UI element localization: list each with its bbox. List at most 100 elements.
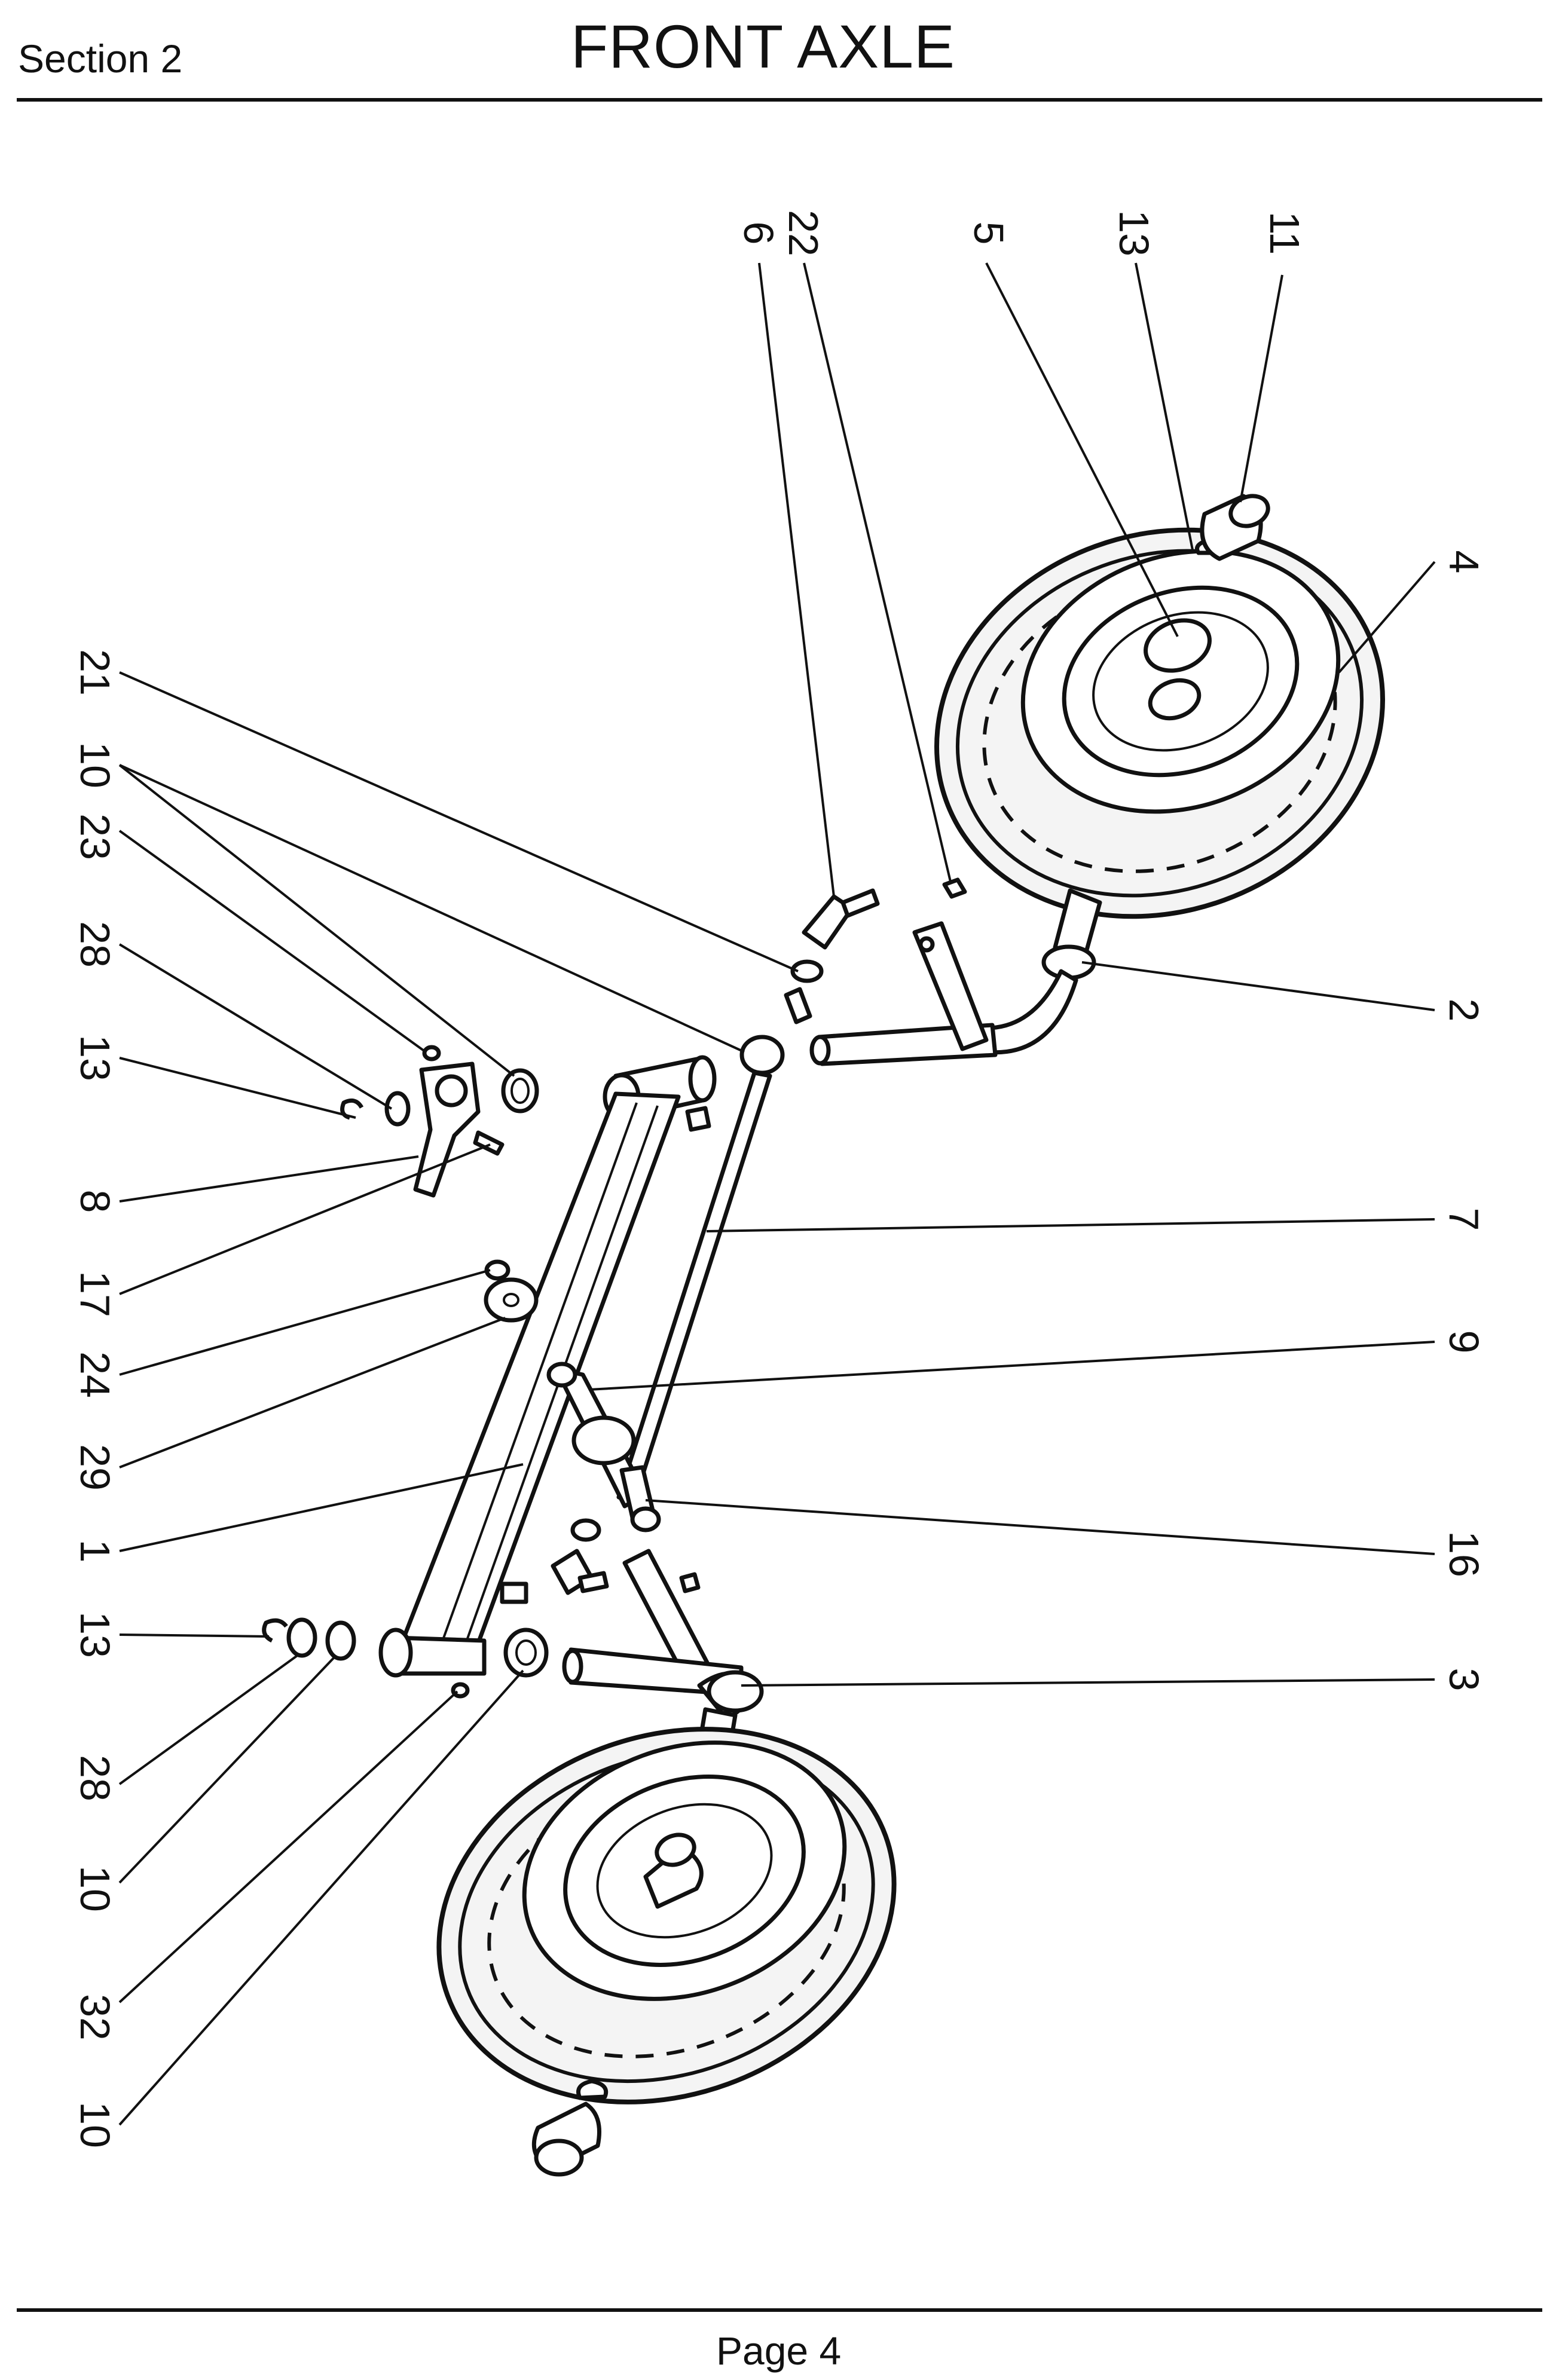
- callout-1: 1: [72, 1540, 118, 1563]
- tie-rod-end-stud: [840, 888, 880, 918]
- leader-4: [1338, 561, 1436, 674]
- callout-10-lower-b: 10: [72, 2101, 118, 2148]
- washer-10-left: [325, 1620, 356, 1661]
- tie-rod-thread: [784, 987, 812, 1024]
- footer-rule: [17, 2308, 1542, 2312]
- pivot-bolt-9-head: [546, 1362, 577, 1388]
- header-rule: [17, 98, 1542, 102]
- axle-end-tube-opening: [378, 1628, 413, 1678]
- washer-28-lower: [286, 1617, 317, 1658]
- leader-5: [985, 262, 1179, 637]
- leader-24: [119, 1269, 491, 1376]
- right-hub-cap-end: [1228, 494, 1270, 528]
- callout-2: 2: [1441, 999, 1487, 1022]
- callout-8: 8: [72, 1190, 118, 1213]
- leader-16: [645, 1499, 1435, 1555]
- tie-rod-assembly: [616, 888, 880, 1506]
- left-wheel-assembly: [436, 1727, 897, 2177]
- callout-23: 23: [72, 813, 118, 860]
- leader-23: [118, 830, 427, 1053]
- bolt-16-head: [630, 1506, 661, 1532]
- bolt-17: [473, 1130, 505, 1156]
- callout-17: 17: [72, 1271, 118, 1317]
- right-spindle-pin-end: [809, 1035, 831, 1066]
- washer-29: [484, 1277, 539, 1323]
- bushing-10-upper-bore: [511, 1078, 530, 1104]
- leader-28-lower: [118, 1653, 300, 1785]
- nut-lower: [570, 1518, 601, 1542]
- bushing-10-upper: [501, 1068, 539, 1113]
- callout-28-upper: 28: [72, 921, 118, 968]
- leader-29: [119, 1317, 506, 1469]
- right-spindle-elbow: [984, 969, 1078, 1055]
- page-title: FRONT AXLE: [571, 13, 955, 81]
- left-spindle-pin-end: [562, 1648, 583, 1684]
- pivot-washer: [571, 1415, 636, 1466]
- left-arm-nut: [679, 1572, 701, 1593]
- leader-8: [119, 1155, 419, 1203]
- callout-7: 7: [1441, 1208, 1487, 1231]
- leader-22: [803, 262, 952, 882]
- leader-13-lower: [119, 1633, 270, 1638]
- callout-5: 5: [965, 222, 1012, 245]
- callout-11: 11: [1261, 212, 1308, 255]
- leader-28-upper: [118, 943, 393, 1110]
- callout-4: 4: [1441, 550, 1487, 574]
- axle-beam-edge-line: [438, 1102, 638, 1650]
- leader-32: [118, 1690, 458, 2003]
- grease-fitting-23: [422, 1045, 441, 1061]
- right-spindle: [809, 877, 1102, 1066]
- callout-13-right: 13: [1111, 210, 1157, 256]
- axle-pivot-tube-end-far: [688, 1055, 717, 1103]
- callout-10-upper: 10: [72, 742, 118, 788]
- left-rim-inner-ring: [596, 1803, 773, 1939]
- jam-nut-21: [790, 959, 824, 983]
- bushing-10-lower: [503, 1628, 549, 1678]
- leader-21: [119, 671, 799, 972]
- left-retaining-ring: [576, 2079, 609, 2100]
- leader-10-lower-b: [118, 1669, 524, 2126]
- leader-13-right: [1135, 262, 1194, 550]
- axle-stop-upper: [685, 1106, 711, 1132]
- axle-beam-1: [378, 1055, 717, 1678]
- leader-1: [119, 1463, 524, 1552]
- callout-24: 24: [72, 1351, 118, 1398]
- callout-22: 22: [780, 210, 827, 256]
- leader-13-upper: [119, 1057, 356, 1119]
- tie-rod-end-10-upper: [739, 1035, 785, 1075]
- bushing-10-lower-bore: [515, 1639, 537, 1666]
- left-hub-center: [655, 1833, 696, 1867]
- leader-10-upper-a: [119, 764, 745, 1053]
- right-wheel-assembly: [934, 494, 1385, 919]
- callout-32: 32: [72, 1994, 118, 2041]
- right-hub-center: [1148, 678, 1202, 721]
- callout-6: 6: [735, 222, 782, 245]
- right-rim-inner-ring: [1092, 611, 1269, 752]
- section-label: Section 2: [18, 36, 183, 81]
- callout-13-lower: 13: [72, 1611, 118, 1658]
- callout-13-upper: 13: [72, 1035, 118, 1081]
- leader-2: [1081, 961, 1435, 1011]
- washer-29-hole: [503, 1293, 519, 1307]
- lower-tube-hardware: [262, 1617, 549, 1699]
- callout-9: 9: [1441, 1330, 1487, 1354]
- callout-29: 29: [72, 1444, 118, 1491]
- leader-lines: [118, 262, 1436, 2126]
- right-steering-arm: [912, 921, 989, 1051]
- axle-stop-lower: [500, 1581, 528, 1604]
- pivot-bracket-bore: [435, 1074, 468, 1108]
- callout-21: 21: [72, 649, 118, 696]
- leader-10-lower-a: [118, 1656, 336, 1884]
- leader-11: [1239, 274, 1283, 503]
- callout-10-lower-a: 10: [72, 1865, 118, 1912]
- callout-labels: 6 22 5 13 11 4 2 7 9 16 3 21 10 23 28 13…: [72, 210, 1487, 2148]
- callout-3: 3: [1441, 1668, 1487, 1691]
- leader-10-upper-b: [118, 764, 515, 1077]
- callout-16: 16: [1441, 1531, 1487, 1577]
- right-steering-arm-hole: [918, 936, 935, 953]
- leader-7: [706, 1218, 1435, 1232]
- leader-17: [119, 1143, 491, 1295]
- pivot-bolt-group: [546, 1362, 661, 1532]
- left-hub-cap-end: [534, 2139, 584, 2177]
